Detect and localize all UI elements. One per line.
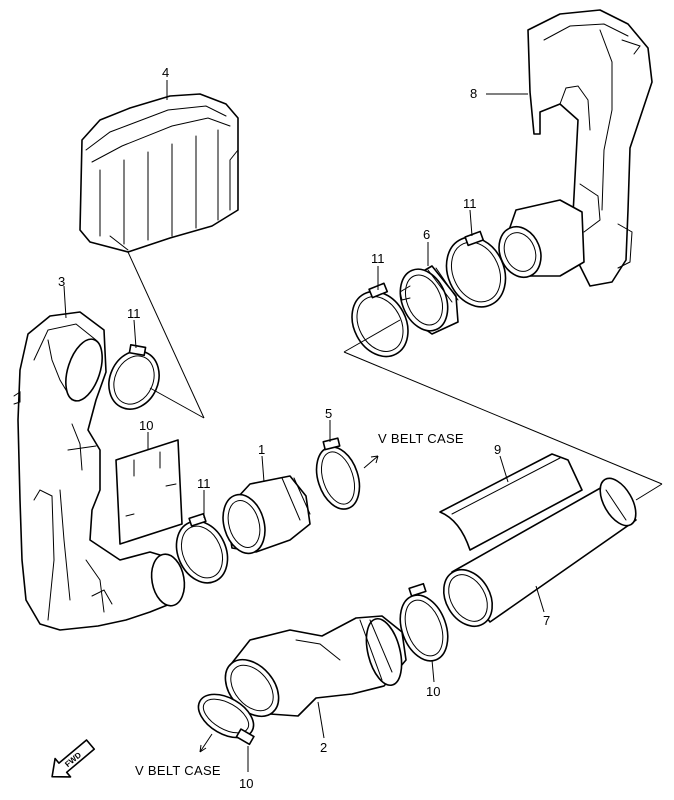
- v-belt-case-note-top: V BELT CASE: [363, 431, 464, 469]
- part-10-clamp-bottom: [197, 693, 255, 746]
- part-7-straight-pipe: [442, 477, 637, 628]
- callout-part-5: 5: [325, 406, 332, 421]
- callout-part-10-right: 10: [426, 684, 440, 699]
- part-10-gasket-plate: [115, 439, 183, 545]
- callout-part-11-upper-middle: 11: [371, 251, 385, 266]
- part-11-clamp-left: [108, 344, 160, 410]
- part-11-clamp-lower-left: [175, 512, 229, 584]
- part-3-intake-duct: [13, 311, 186, 631]
- part-4-air-cleaner-box: [79, 93, 239, 253]
- part-6-coupling-sleeve: [399, 265, 459, 335]
- part-10-clamp-right: [399, 582, 449, 662]
- part-9-half-cover: [439, 453, 583, 551]
- callout-part-11-upper-right: 11: [463, 196, 477, 211]
- callout-part-2: 2: [320, 740, 327, 755]
- v-belt-case-label-bottom: V BELT CASE: [135, 763, 221, 778]
- callout-part-7: 7: [543, 613, 550, 628]
- callout-part-8: 8: [470, 86, 477, 101]
- part-11-clamp-upper-right: [445, 230, 507, 308]
- v-belt-case-note-bottom: V BELT CASE: [135, 733, 221, 778]
- assembly-lines: [127, 251, 663, 501]
- callout-part-10-bottom: 10: [239, 776, 253, 791]
- callout-part-1: 1: [258, 442, 265, 457]
- callout-part-3: 3: [58, 274, 65, 289]
- callout-part-9: 9: [494, 442, 501, 457]
- v-belt-case-label-top: V BELT CASE: [378, 431, 464, 446]
- part-5-band-clamp: [315, 437, 361, 510]
- callout-leaders: [63, 80, 545, 772]
- callout-part-4: 4: [162, 65, 169, 80]
- callout-part-11-left: 11: [127, 306, 141, 321]
- callout-part-6: 6: [423, 227, 430, 242]
- callout-labels: 4 8 3 11 11 6 11 10 1 5 11 9 7 10 2 10: [58, 65, 550, 791]
- part-11-clamp-upper-middle: [351, 282, 409, 358]
- part-8-upper-duct: [498, 9, 653, 287]
- callout-part-10-plate: 10: [139, 418, 153, 433]
- fwd-direction-badge: FWD: [51, 739, 96, 778]
- callout-part-11-lower-left: 11: [197, 476, 211, 491]
- part-1-connector-tube: [222, 475, 311, 555]
